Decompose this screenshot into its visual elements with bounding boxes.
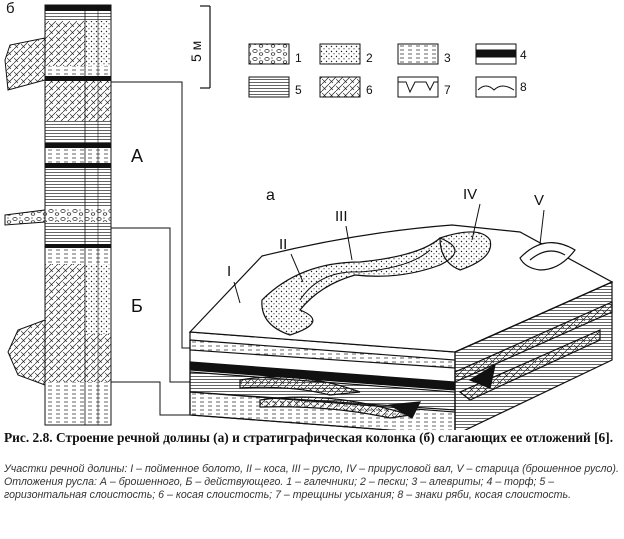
legend-num-6: 6 [366, 83, 373, 97]
legend-num-5: 5 [295, 83, 302, 97]
block-label-v: V [534, 192, 545, 209]
connector-lines [111, 81, 205, 416]
legend-num-2: 2 [366, 51, 373, 65]
figure-caption: Рис. 2.8. Строение речной долины (а) и с… [4, 430, 614, 445]
scale-label: 5 м [188, 40, 204, 62]
legend-num-3: 3 [444, 51, 451, 65]
column-profile [4, 37, 46, 386]
legend-num-4: 4 [520, 48, 527, 62]
block-label-iv: IV [463, 186, 478, 203]
legend-num-7: 7 [444, 83, 451, 97]
block-label-i: I [227, 263, 232, 280]
figure-explanation: Участки речной долины: I – пойменное бол… [4, 463, 619, 502]
block-label-iii: III [335, 208, 348, 225]
scale-bar [200, 5, 211, 89]
block-label-ii: II [279, 236, 288, 253]
column-unit-a: А [131, 146, 144, 166]
column-unit-b: Б [131, 296, 143, 316]
legend-num-1: 1 [295, 51, 302, 65]
block-diagram [188, 224, 614, 430]
figure-drawing [4, 4, 614, 430]
panel-a-label: а [266, 187, 275, 204]
strat-column [44, 4, 112, 426]
legend [248, 43, 517, 98]
label-pointers [233, 203, 545, 304]
legend-num-8: 8 [520, 80, 527, 94]
panel-b-label: б [6, 0, 15, 17]
